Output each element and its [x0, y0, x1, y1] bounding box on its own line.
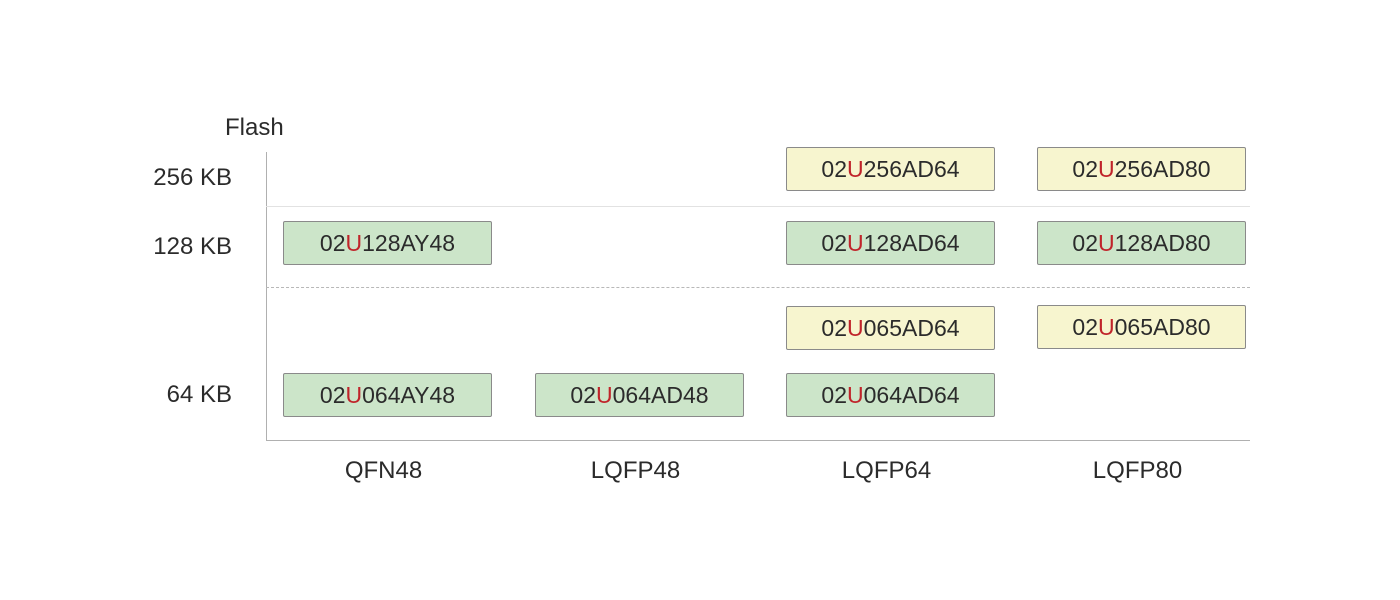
part-prefix: 02 — [570, 381, 597, 408]
part-suffix: 064AD48 — [612, 381, 709, 408]
x-label-lqfp64: LQFP64 — [841, 457, 932, 484]
x-axis-line — [266, 440, 1250, 441]
part-suffix: 256AD64 — [863, 155, 960, 182]
part-prefix: 02 — [821, 155, 848, 182]
part-highlight-letter: U — [1098, 155, 1115, 182]
part-suffix: 128AY48 — [362, 229, 456, 256]
part-highlight-letter: U — [345, 381, 363, 408]
part-prefix: 02 — [821, 314, 848, 341]
part-highlight-letter: U — [847, 155, 864, 182]
y-label-128kb: 128 KB — [153, 233, 232, 260]
part-suffix: 128AD80 — [1114, 229, 1211, 256]
part-suffix: 128AD64 — [863, 229, 960, 256]
part-highlight-letter: U — [847, 229, 864, 256]
part-highlight-letter: U — [1098, 313, 1115, 340]
x-label-lqfp80: LQFP80 — [1092, 457, 1183, 484]
part-suffix: 256AD80 — [1114, 155, 1211, 182]
part-prefix: 02 — [821, 381, 848, 408]
x-label-qfn48: QFN48 — [344, 457, 423, 484]
y-axis-line — [266, 152, 267, 441]
part-suffix: 064AD64 — [863, 381, 960, 408]
row-divider-dashed — [266, 287, 1250, 288]
part-prefix: 02 — [319, 229, 346, 256]
part-suffix: 064AY48 — [362, 381, 456, 408]
part-highlight-letter: U — [1098, 229, 1115, 256]
y-label-64kb: 64 KB — [166, 381, 232, 408]
x-label-lqfp48: LQFP48 — [590, 457, 681, 484]
part-highlight-letter: U — [847, 381, 864, 408]
part-prefix: 02 — [821, 229, 848, 256]
part-highlight-letter: U — [596, 381, 613, 408]
y-axis-title: Flash — [225, 114, 284, 141]
part-suffix: 065AD80 — [1114, 313, 1211, 340]
part-prefix: 02 — [319, 381, 346, 408]
row-divider-256 — [266, 206, 1250, 207]
part-prefix: 02 — [1072, 313, 1099, 340]
part-prefix: 02 — [1072, 229, 1099, 256]
y-label-256kb: 256 KB — [153, 164, 232, 191]
part-highlight-letter: U — [847, 314, 864, 341]
part-highlight-letter: U — [345, 229, 363, 256]
part-prefix: 02 — [1072, 155, 1099, 182]
part-suffix: 065AD64 — [863, 314, 960, 341]
